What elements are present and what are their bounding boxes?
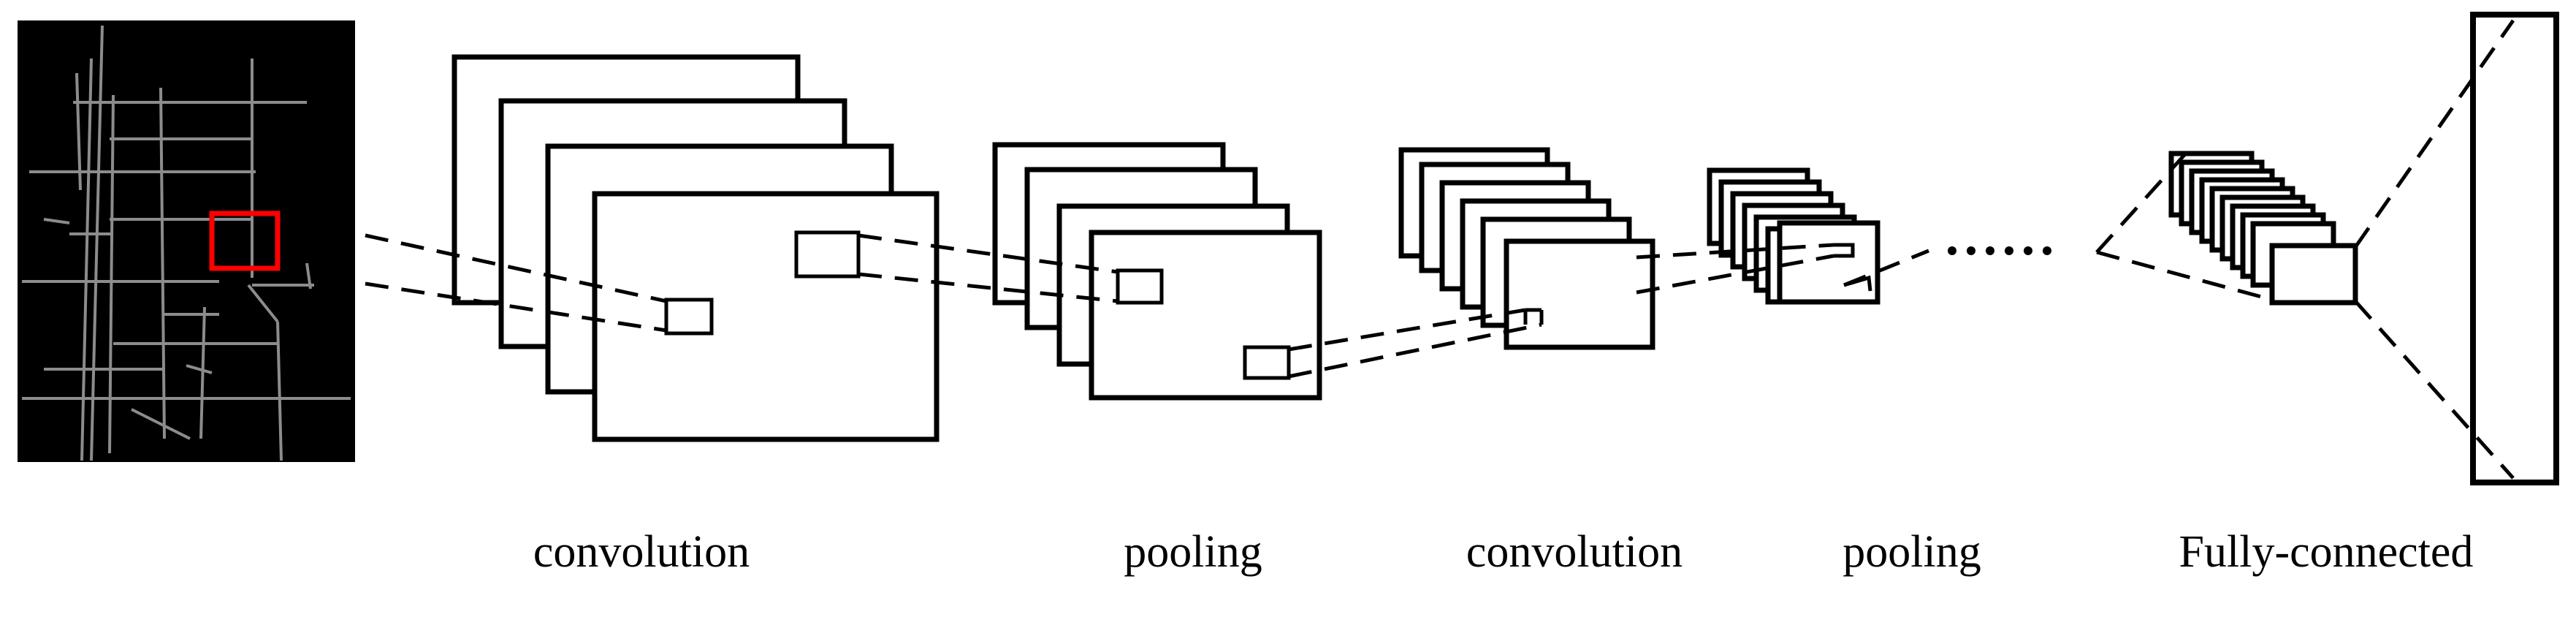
ellipsis-dots	[1948, 246, 2051, 255]
input-road-map	[18, 20, 355, 462]
label-fully-connected: Fully-connected	[2179, 527, 2474, 577]
label-pooling-2: pooling	[1843, 527, 1981, 577]
conv1-receptive-patch	[664, 298, 714, 336]
pool1-receptive-patch	[1116, 268, 1164, 305]
pool1-feature-maps	[992, 142, 1322, 401]
final-feature-maps	[2168, 151, 2358, 306]
pool1-source-patch	[1243, 345, 1291, 380]
label-convolution-2: convolution	[1466, 527, 1683, 577]
selection-box	[209, 211, 281, 271]
fully-connected-layer	[2470, 12, 2559, 485]
label-pooling-1: pooling	[1124, 527, 1262, 577]
label-convolution-1: convolution	[533, 527, 750, 577]
conv1-source-patch	[794, 230, 861, 279]
conv2-feature-maps	[1398, 147, 1655, 350]
conv1-feature-maps	[451, 54, 940, 442]
projection-lines	[365, 19, 2515, 480]
pool2-feature-maps	[1707, 167, 1880, 305]
